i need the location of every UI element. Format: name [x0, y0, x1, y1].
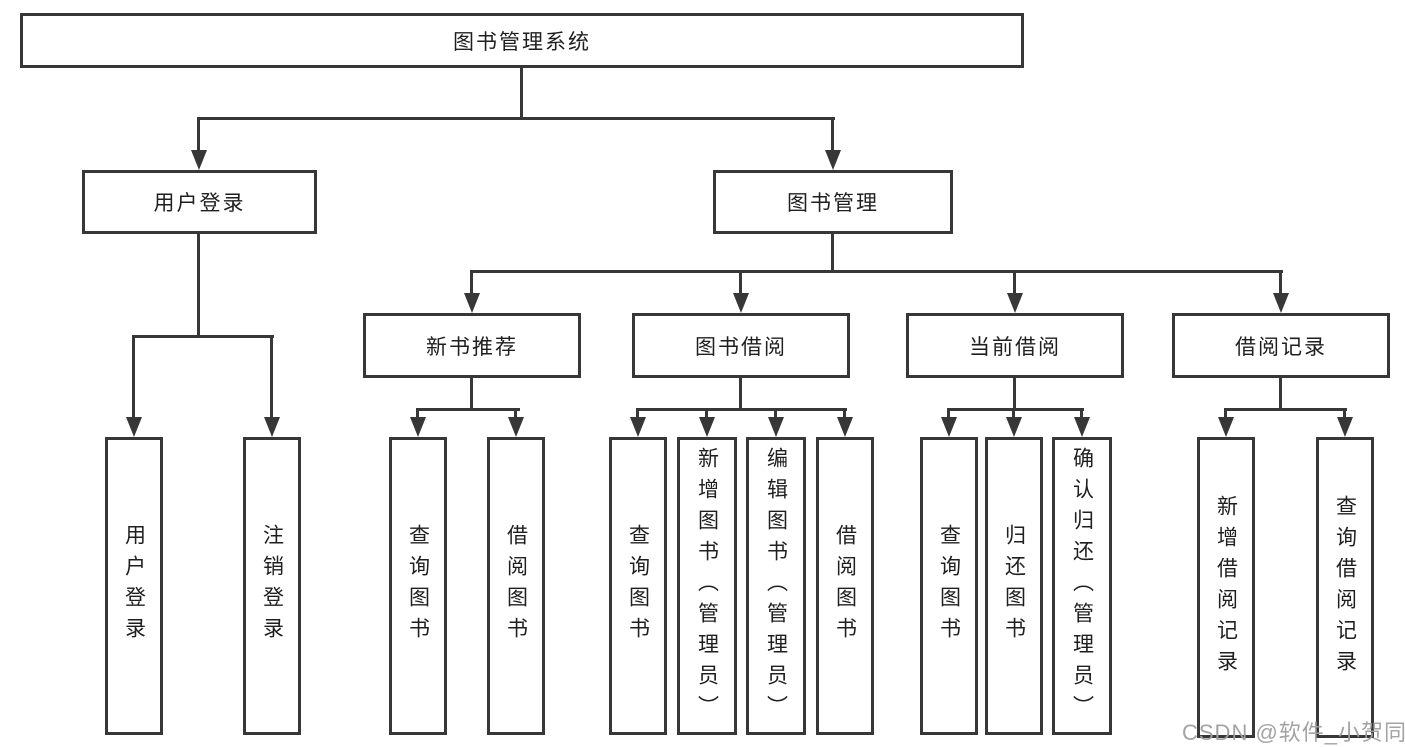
node-current-borrow: 当前借阅 [906, 313, 1124, 378]
connector-arrow [508, 417, 524, 437]
watermark: CSDN @软件_小贺同学 [1182, 720, 1405, 745]
connector-arrow [1218, 417, 1234, 437]
node-book-borrow: 图书借阅 [632, 313, 850, 378]
connector-line [470, 270, 1283, 273]
leaf-edit-books-admin: 编辑图书（管理员） [746, 437, 806, 735]
node-library-system: 图书管理系统 [20, 13, 1024, 68]
leaf-confirm-return-admin: 确认归还（管理员） [1052, 437, 1112, 735]
connector-arrow [126, 417, 142, 437]
connector-line [1224, 408, 1347, 411]
connector-line [1343, 408, 1346, 420]
leaf-return-books: 归还图书 [985, 437, 1043, 735]
connector-line [705, 408, 708, 420]
node-new-book-recommend: 新书推荐 [363, 313, 581, 378]
connector-line [514, 408, 517, 420]
connector-line [774, 408, 777, 420]
leaf-borrow-books-recommend: 借阅图书 [487, 437, 545, 735]
connector-arrow [1273, 293, 1289, 313]
leaf-query-borrow-record: 查询借阅记录 [1316, 437, 1374, 738]
leaf-query-books-current: 查询图书 [920, 437, 978, 735]
leaf-borrow-books: 借阅图书 [816, 437, 874, 735]
connector-line [470, 378, 473, 410]
connector-line [416, 408, 419, 420]
node-borrow-records: 借阅记录 [1172, 313, 1390, 378]
connector-line [197, 117, 200, 151]
leaf-query-books-borrow: 查询图书 [609, 437, 667, 735]
connector-arrow [191, 150, 207, 170]
connector-line [1224, 408, 1227, 420]
connector-line [197, 117, 835, 120]
leaf-query-books-recommend: 查询图书 [389, 437, 447, 735]
connector-line [831, 117, 834, 151]
connector-line [947, 408, 1084, 411]
connector-line [197, 234, 200, 337]
connector-line [1013, 378, 1016, 410]
connector-line [739, 270, 742, 295]
connector-line [947, 408, 950, 420]
connector-arrow [410, 417, 426, 437]
connector-arrow [1007, 293, 1023, 313]
connector-line [470, 270, 473, 295]
node-book-management: 图书管理 [713, 170, 953, 234]
connector-line [416, 408, 520, 411]
leaf-add-borrow-record: 新增借阅记录 [1197, 437, 1255, 738]
connector-arrow [464, 293, 480, 313]
connector-line [1013, 270, 1016, 295]
connector-line [831, 234, 834, 272]
connector-arrow [1074, 417, 1090, 437]
connector-line [1080, 408, 1083, 420]
connector-arrow [1337, 417, 1353, 437]
connector-arrow [699, 417, 715, 437]
connector-line [739, 378, 742, 410]
connector-arrow [264, 417, 280, 437]
leaf-user-login: 用户登录 [105, 437, 163, 735]
connector-line [636, 408, 847, 411]
node-user-login: 用户登录 [82, 170, 317, 234]
connector-line [132, 335, 135, 419]
connector-line [636, 408, 639, 420]
connector-line [132, 335, 274, 338]
leaf-logout: 注销登录 [243, 437, 301, 735]
connector-line [520, 68, 523, 118]
connector-arrow [825, 150, 841, 170]
connector-arrow [768, 417, 784, 437]
leaf-add-books-admin: 新增图书（管理员） [677, 437, 737, 735]
connector-arrow [630, 417, 646, 437]
connector-arrow [733, 293, 749, 313]
connector-arrow [941, 417, 957, 437]
connector-arrow [1006, 417, 1022, 437]
connector-line [270, 335, 273, 419]
connector-line [843, 408, 846, 420]
connector-arrow [837, 417, 853, 437]
connector-line [1279, 270, 1282, 295]
connector-line [1279, 378, 1282, 410]
connector-line [1012, 408, 1015, 420]
